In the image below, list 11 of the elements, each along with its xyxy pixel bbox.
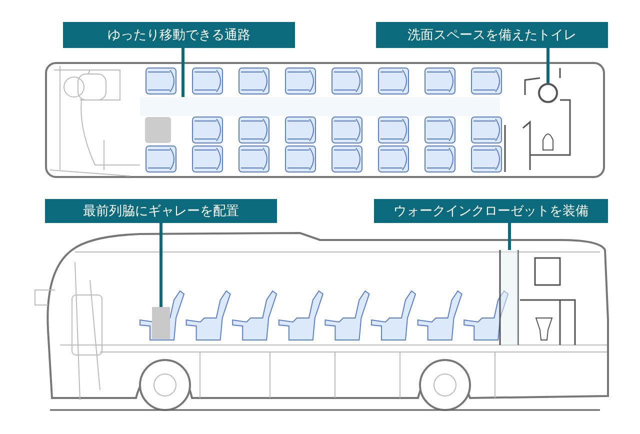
callout-label: 洗面スペースを備えたトイレ [376, 22, 608, 48]
leader-line [160, 223, 162, 307]
walk-in-closet [501, 250, 518, 345]
leader-line [546, 48, 550, 83]
leader-line [508, 223, 511, 250]
callout-label: 最前列脇にギャレーを配置 [45, 199, 277, 223]
callout-label: ウォークインクローゼットを装備 [374, 199, 608, 223]
galley-unit [152, 307, 170, 339]
aisle-area [140, 97, 500, 116]
callout-label: ゆったり移動できる通路 [63, 22, 295, 48]
leader-line [182, 48, 184, 97]
